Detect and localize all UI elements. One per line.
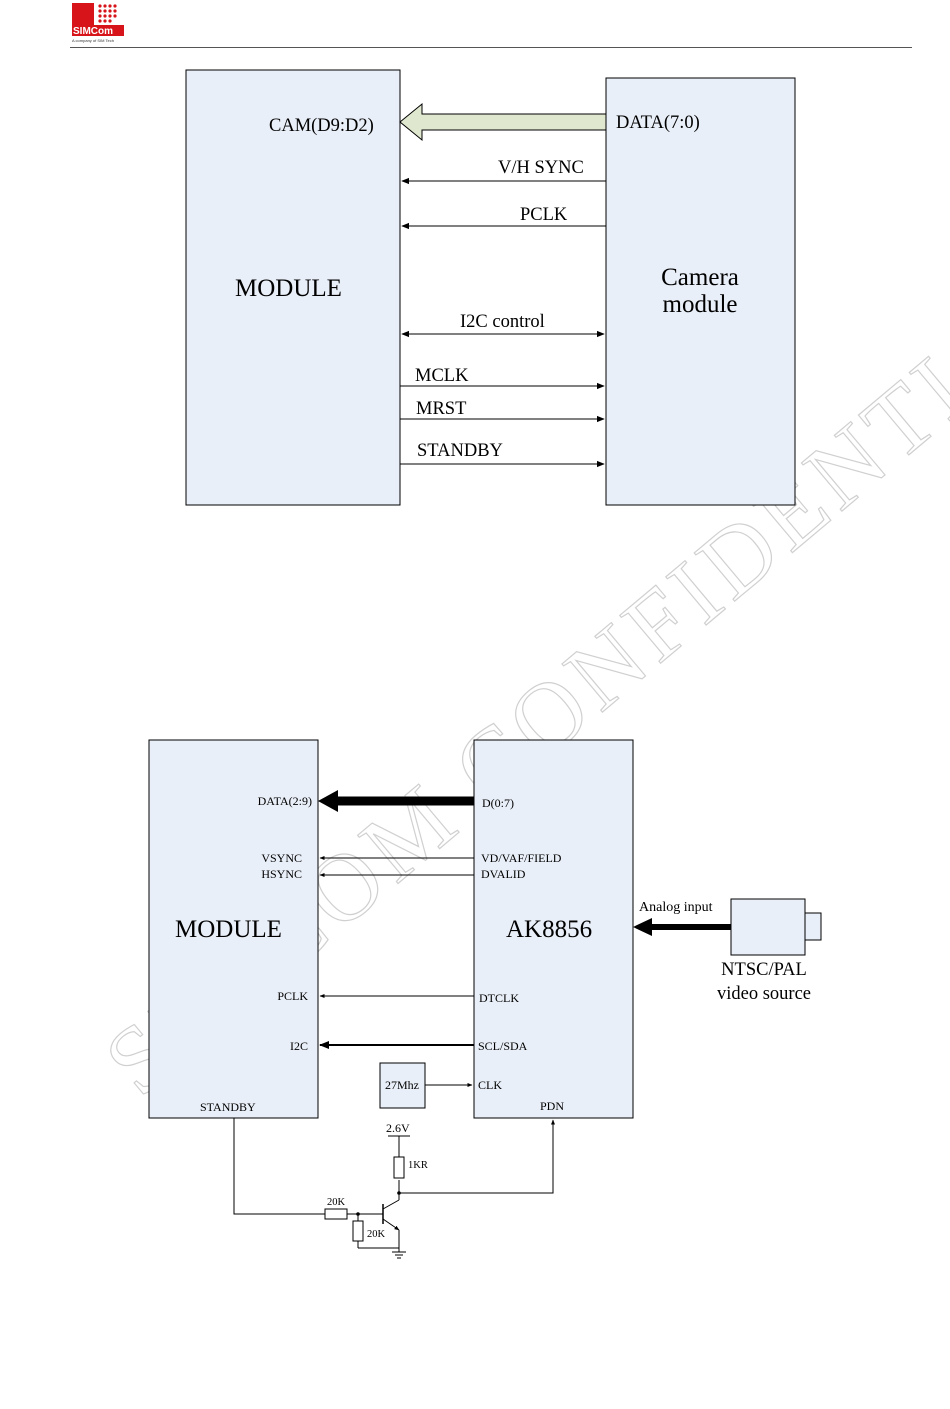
analog-input-arrowhead [633, 918, 652, 936]
data-bus-arrowhead [318, 790, 338, 812]
voltage-label: 2.6V [386, 1121, 410, 1135]
video-source-label-line1: NTSC/PAL [721, 960, 807, 980]
decoder-dvalid-pin: DVALID [481, 867, 526, 881]
decoder-dtclk-pin: DTCLK [479, 991, 519, 1005]
transistor-emitter [383, 1219, 399, 1230]
vh-sync-label: V/H SYNC [498, 158, 584, 178]
transistor-collector [383, 1200, 399, 1209]
module-label-2: MODULE [175, 916, 282, 943]
ak8856-label: AK8856 [506, 916, 592, 943]
module-hsync-pin: HSYNC [261, 867, 302, 881]
base-resistor-label: 20K [367, 1229, 386, 1240]
analog-video-diagram: MODULE AK8856 DATA(2:9) D(0:7) VSYNC VD/… [149, 740, 821, 1258]
module-standby-pin: STANDBY [200, 1100, 256, 1114]
mrst-label: MRST [416, 399, 466, 419]
series-resistor [325, 1209, 347, 1219]
video-source-label-line2: video source [717, 984, 811, 1004]
mclk-label: MCLK [415, 366, 469, 386]
cam-pins-label: CAM(D9:D2) [269, 116, 374, 136]
module-i2c-pin: I2C [290, 1039, 308, 1053]
video-source-lens [805, 913, 821, 940]
camera-interface-diagram: MODULE Camera module CAM(D9:D2) DATA(7:0… [186, 70, 795, 505]
decoder-pdn-pin: PDN [540, 1099, 564, 1113]
decoder-vd-pin: VD/VAF/FIELD [481, 851, 562, 865]
standby-circuit: 20K 20K 1KR 2.6V [234, 1118, 553, 1258]
standby-label: STANDBY [417, 441, 503, 461]
module-data-pin: DATA(2:9) [258, 794, 312, 808]
module-vsync-pin: VSYNC [261, 851, 302, 865]
standby-wire [234, 1118, 325, 1214]
pullup-resistor [394, 1157, 404, 1178]
crystal-label: 27Mhz [385, 1078, 419, 1092]
camera-label-line1: Camera [661, 264, 739, 291]
decoder-clk-pin: CLK [478, 1078, 502, 1092]
base-resistor [353, 1221, 363, 1241]
series-resistor-label: 20K [327, 1197, 346, 1208]
i2c-control-label: I2C control [460, 312, 545, 332]
camera-label-line2: module [663, 291, 738, 318]
pullup-resistor-label: 1KR [408, 1160, 428, 1171]
module-label: MODULE [235, 275, 342, 302]
pdn-wire [399, 1120, 553, 1193]
video-source-body [731, 899, 805, 955]
data-pins-label: DATA(7:0) [616, 113, 700, 133]
decoder-scl-sda-pin: SCL/SDA [478, 1039, 528, 1053]
data-bus-arrow [400, 104, 606, 140]
pclk-label: PCLK [520, 205, 568, 225]
decoder-d-pin: D(0:7) [482, 796, 514, 810]
analog-input-label: Analog input [639, 900, 713, 915]
module-pclk-pin: PCLK [277, 989, 308, 1003]
